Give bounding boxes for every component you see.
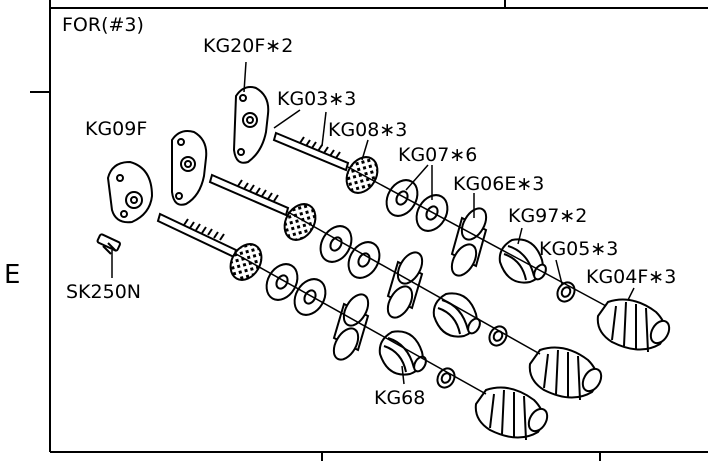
plate-kg09f — [106, 160, 154, 224]
cap-top — [596, 298, 671, 353]
label-kg97: KG97∗2 — [508, 205, 587, 227]
cone-middle — [432, 292, 481, 338]
plate-middle — [171, 130, 208, 206]
label-kg08: KG08∗3 — [328, 119, 407, 141]
drawing-frame — [30, 0, 708, 461]
shaft-middle — [208, 173, 290, 217]
label-sk250n: SK250N — [66, 281, 141, 303]
washers-bottom — [265, 263, 327, 316]
assembly-center-lines — [235, 166, 607, 395]
plate-kg20f — [232, 86, 270, 164]
section-label: FOR(#3) — [62, 14, 144, 36]
side-letter: E — [4, 260, 20, 290]
shaft-bottom — [156, 212, 238, 259]
mesh-screen-middle — [283, 203, 317, 241]
cap-bottom — [474, 386, 549, 441]
nut-top — [556, 281, 576, 303]
label-kg68: KG68 — [374, 387, 425, 409]
label-kg06e: KG06E∗3 — [453, 173, 544, 195]
mesh-screen-bottom — [229, 243, 263, 281]
sleeve-middle — [386, 251, 424, 319]
cap-middle — [528, 346, 603, 401]
label-kg09f: KG09F — [85, 118, 147, 140]
screw-sk250n — [96, 233, 122, 255]
label-kg03: KG03∗3 — [277, 88, 356, 110]
leader-lines — [111, 61, 635, 385]
nut-middle — [488, 325, 508, 347]
label-kg05: KG05∗3 — [539, 238, 618, 260]
nut-bottom — [436, 367, 456, 389]
washers-middle — [319, 225, 381, 279]
sleeve-top — [450, 207, 488, 277]
label-kg04f: KG04F∗3 — [586, 266, 676, 288]
label-kg07: KG07∗6 — [398, 144, 477, 166]
washers-top — [385, 179, 449, 232]
shaft-top — [272, 131, 350, 172]
label-kg20f: KG20F∗2 — [203, 35, 293, 57]
